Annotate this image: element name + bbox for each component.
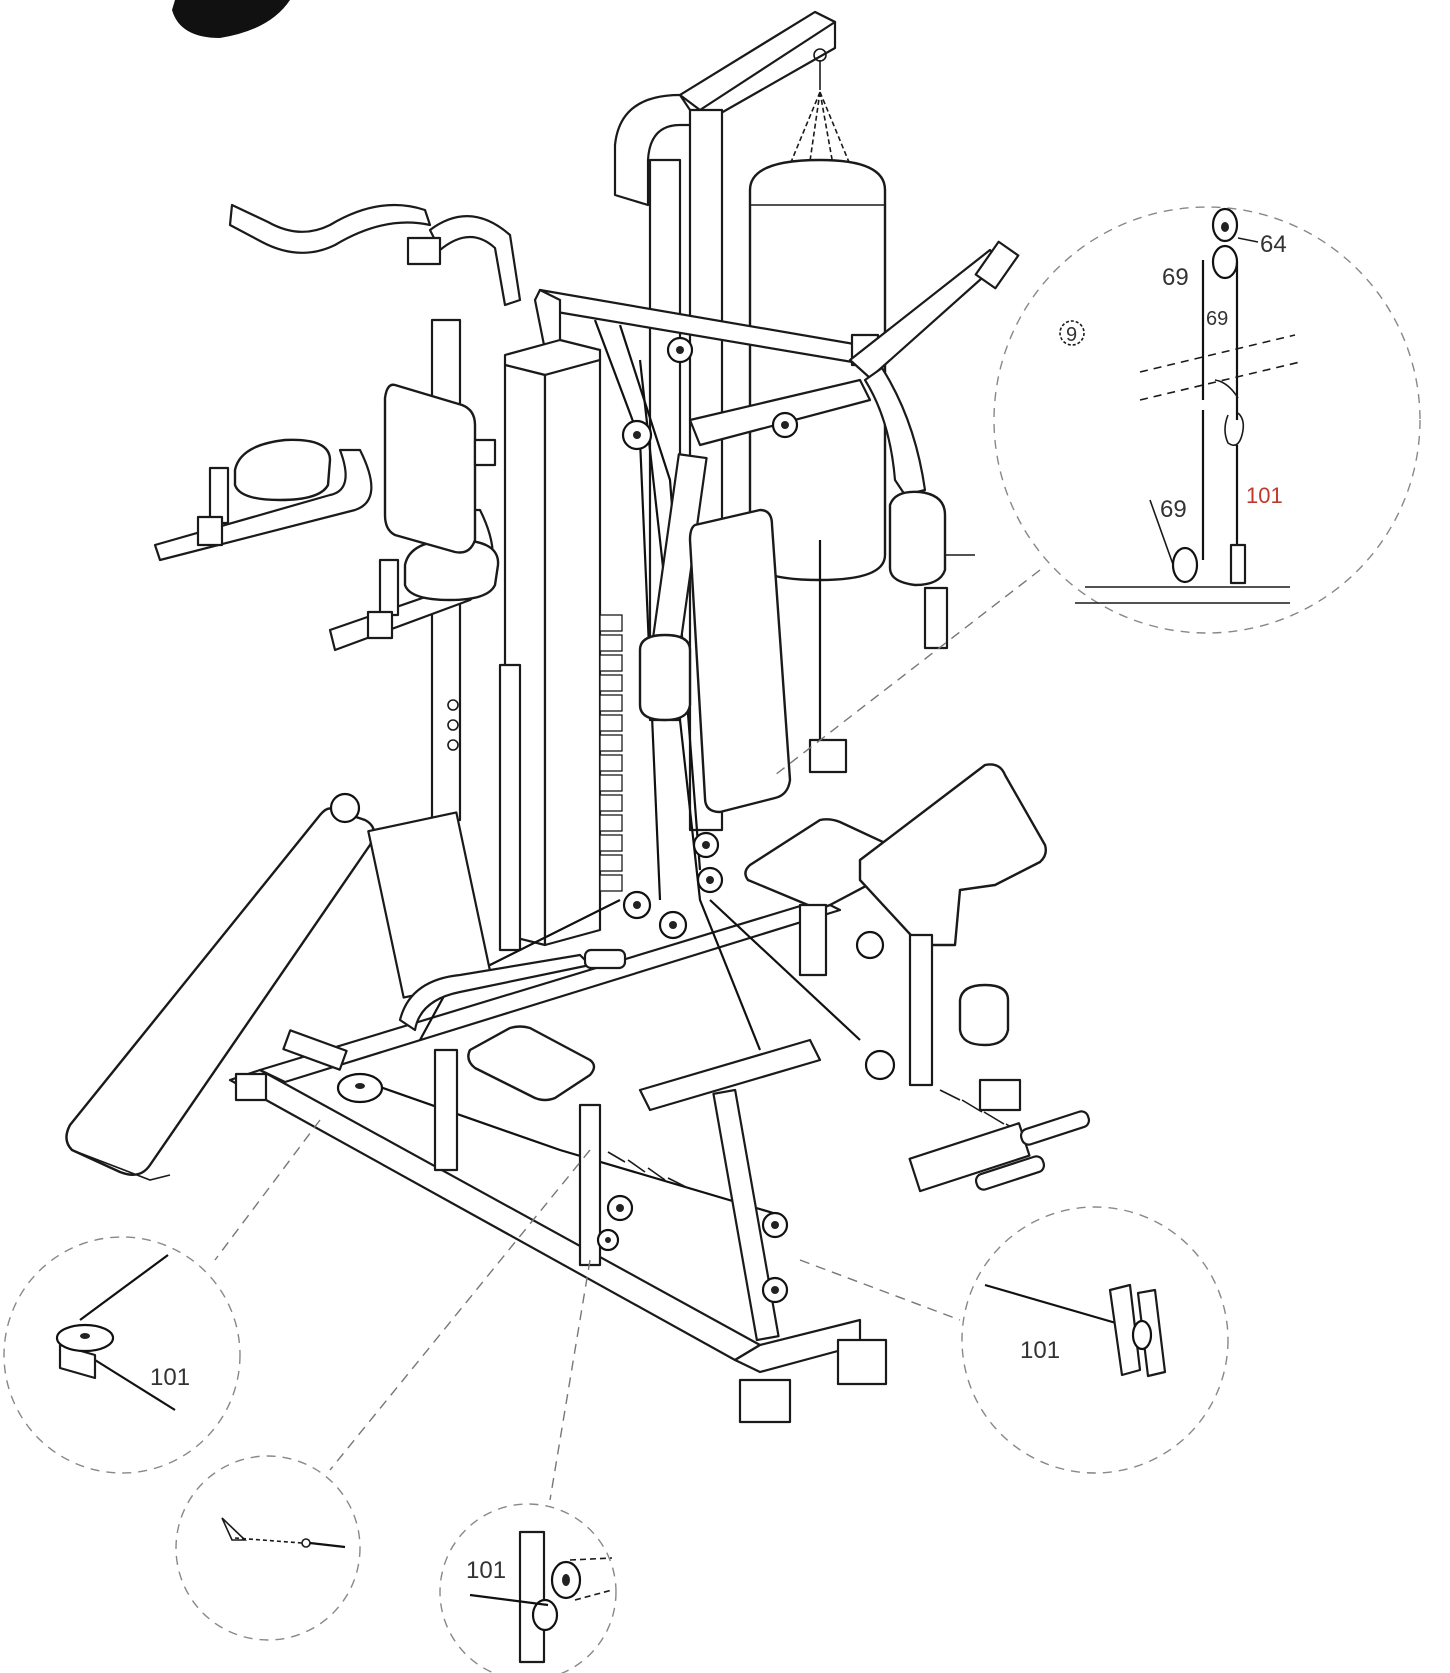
- right-press-arm: [848, 240, 1020, 650]
- cable-system: [359, 319, 861, 1217]
- home-gym-machine: [65, 10, 1091, 1424]
- detail-top-circled-part: 9: [1066, 324, 1077, 346]
- pulley-10: [761, 1276, 789, 1304]
- detail-top-pulley: [1211, 207, 1239, 280]
- chin-up-bar: [228, 203, 522, 307]
- detail-cable-end: [175, 1455, 361, 1641]
- detail-bottom-center: 101: [439, 1503, 617, 1673]
- detail-right: 101: [961, 1206, 1229, 1474]
- detail-bottom-center-label: 101: [466, 1557, 506, 1584]
- bottom-chain: [596, 1151, 789, 1304]
- detail-top-label-101: 101: [1246, 483, 1283, 508]
- detail-top-label-69-bottom: 69: [1160, 496, 1187, 523]
- callout-leaders: [214, 569, 1041, 1501]
- seat-back-pad: [688, 508, 848, 814]
- weight-stack-tower: [498, 338, 623, 952]
- pulley-5: [658, 910, 688, 940]
- detail-left: 101: [3, 1236, 241, 1474]
- detail-top-label-69-left: 69: [1162, 264, 1189, 291]
- leg-developer: [908, 1078, 1091, 1193]
- press-arm-frame: [533, 288, 880, 447]
- floor-pulley-left: [336, 1072, 384, 1104]
- low-seat: [398, 948, 780, 1342]
- pulley-6: [692, 831, 720, 859]
- pulley-3: [771, 411, 799, 439]
- back-pad: [383, 383, 497, 554]
- weight-plates: [599, 614, 623, 892]
- dip-station: [153, 438, 500, 652]
- detail-top-label-69-center: 69: [1206, 308, 1228, 330]
- preacher-curl: [744, 763, 1048, 1087]
- pulley-2: [666, 336, 694, 364]
- pulley-4: [622, 890, 652, 920]
- detail-right-label: 101: [1020, 1337, 1060, 1364]
- step-badge: [172, 0, 290, 38]
- detail-top-label-64: 64: [1260, 231, 1287, 258]
- pulley-9: [761, 1211, 789, 1239]
- detail-left-label: 101: [150, 1364, 190, 1391]
- base-frame: [228, 898, 888, 1424]
- pulley-1: [621, 419, 653, 451]
- punching-bag: [748, 48, 887, 582]
- pulley-8: [606, 1194, 634, 1222]
- pulley-7: [696, 866, 724, 894]
- detail-top-right: 9 64 69 69 69 101: [993, 206, 1421, 634]
- pulley-11: [596, 1228, 620, 1252]
- decline-bench: [65, 792, 493, 1181]
